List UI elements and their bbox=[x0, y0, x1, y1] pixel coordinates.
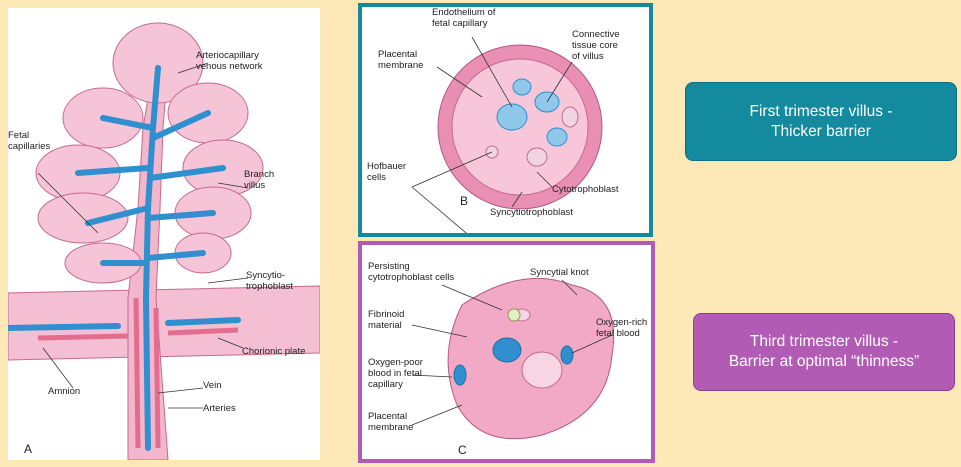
first-trimester-drawing bbox=[411, 36, 603, 233]
label-oxygen-poor: Oxygen-poor blood in fetal capillary bbox=[368, 357, 423, 390]
third-trimester-section: Persisting cytotrophoblast cells Syncyti… bbox=[358, 241, 655, 463]
label-endothelium: Endothelium of fetal capillary bbox=[432, 7, 496, 29]
figure-letter-a: A bbox=[24, 442, 33, 456]
label-persisting-cytotrophoblast: Persisting cytotrophoblast cells bbox=[368, 261, 455, 283]
label-placental-membrane-c: Placental membrane bbox=[368, 411, 414, 433]
third-trimester-callout: Third trimester villus - Barrier at opti… bbox=[693, 313, 955, 391]
label-arteries: Arteries bbox=[203, 403, 236, 414]
label-hofbauer-cells: Hofbauer cells bbox=[367, 161, 407, 183]
label-syncytiotrophoblast-b: Syncytiotrophoblast bbox=[490, 207, 573, 218]
label-cytotrophoblast: Cytotrophoblast bbox=[552, 184, 619, 195]
label-fetal-capillaries: Fetal capillaries bbox=[8, 130, 51, 152]
label-syncytial-knot: Syncytial knot bbox=[530, 267, 589, 278]
first-trimester-callout: First trimester villus - Thicker barrier bbox=[685, 82, 957, 161]
label-amnion: Amnion bbox=[48, 386, 81, 397]
label-arteriocapillary-network: Arteriocapillary venous network bbox=[196, 50, 263, 72]
figure-letter-b: B bbox=[460, 194, 469, 208]
label-connective-tissue: Connective tissue core of villus bbox=[572, 29, 620, 62]
label-branch-villus: Branch villus bbox=[244, 169, 275, 191]
villus-tree-drawing bbox=[8, 22, 320, 460]
villus-tree-figure: Arteriocapillary venous network Fetal ca… bbox=[8, 8, 320, 460]
label-placental-membrane-b: Placental membrane bbox=[378, 49, 424, 71]
label-fibrinoid-material: Fibrinoid material bbox=[368, 309, 405, 331]
figure-letter-c: C bbox=[458, 443, 467, 457]
third-trimester-drawing bbox=[411, 277, 615, 440]
label-syncytiotrophoblast-a: Syncytio- trophoblast bbox=[246, 270, 294, 292]
label-vein: Vein bbox=[203, 380, 222, 391]
label-chorionic-plate: Chorionic plate bbox=[242, 346, 306, 357]
label-oxygen-rich: Oxygen-rich fetal blood bbox=[596, 317, 648, 339]
first-trimester-section: Endothelium of fetal capillary Connectiv… bbox=[358, 3, 653, 237]
